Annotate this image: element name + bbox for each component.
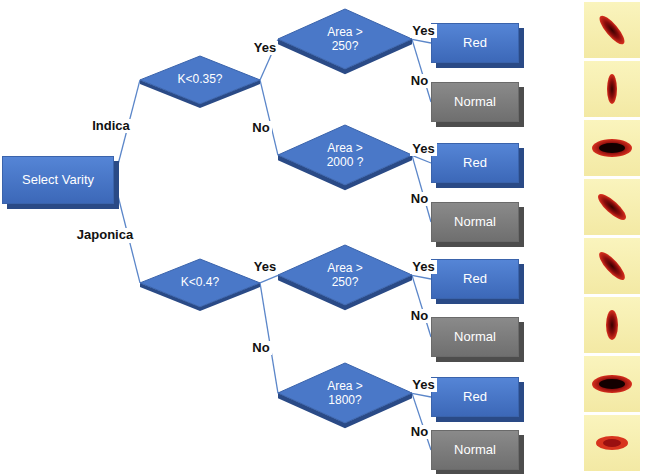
branch-line [412, 39, 431, 43]
branch-line [412, 155, 431, 222]
result-box: Red [431, 23, 519, 63]
thumbnail [584, 2, 640, 58]
result-box: Red [431, 377, 519, 417]
condition-text: Area > 250? [314, 262, 376, 290]
branch-label: No [409, 192, 430, 206]
box-text: Normal [454, 215, 496, 230]
branch-label: No [409, 309, 430, 323]
decision-diamond: K<0.35? [140, 56, 260, 108]
condition-text: Area > 1800? [314, 380, 376, 408]
branch-line [412, 275, 431, 279]
thumbnail [584, 179, 640, 235]
branch-label: No [250, 341, 271, 355]
box-text: Normal [454, 443, 496, 458]
result-box: Normal [431, 202, 519, 242]
branch-line [412, 155, 431, 163]
decision-diamond: Area > 1800? [278, 363, 412, 428]
branch-label: No [250, 121, 271, 135]
box-text: Select Varity [22, 173, 94, 188]
box-text: Red [463, 272, 487, 287]
thumbnail [584, 297, 640, 353]
decision-diamond: Area > 250? [278, 9, 412, 74]
branch-line [412, 39, 431, 102]
branch-label: Yes [410, 142, 436, 156]
condition-text: K<0.4? [181, 276, 219, 290]
branch-line [260, 80, 278, 155]
result-box: Red [431, 143, 519, 183]
branch-label: No [409, 74, 430, 88]
thumbnail [584, 238, 640, 294]
branch-line [260, 275, 278, 283]
branch-label: Yes [410, 260, 436, 274]
box-text: Normal [454, 95, 496, 110]
branch-label: Yes [252, 260, 278, 274]
branch-line [412, 393, 431, 450]
branch-line [412, 393, 431, 397]
branch-label: Japonica [75, 228, 135, 242]
branch-label: Indica [90, 119, 132, 133]
decision-diamond: Area > 2000 ? [278, 125, 412, 190]
thumbnail [584, 415, 640, 471]
branch-label: Yes [252, 41, 278, 55]
branch-line [260, 283, 278, 393]
condition-text: Area > 250? [314, 26, 376, 54]
condition-text: K<0.35? [177, 73, 222, 87]
condition-text: Area > 2000 ? [314, 142, 376, 170]
box-text: Normal [454, 330, 496, 345]
thumbnail [584, 61, 640, 117]
decision-diamond: K<0.4? [140, 259, 260, 311]
thumbnail [584, 120, 640, 176]
branch-label: No [409, 425, 430, 439]
box-text: Red [463, 390, 487, 405]
branch-label: Yes [410, 24, 436, 38]
branch-label: Yes [410, 378, 436, 392]
box-text: Red [463, 36, 487, 51]
box-text: Red [463, 156, 487, 171]
start-box: Select Varity [2, 156, 114, 204]
result-box: Normal [431, 317, 519, 357]
decision-diamond: Area > 250? [278, 245, 412, 310]
result-box: Red [431, 259, 519, 299]
result-box: Normal [431, 430, 519, 470]
thumbnail [584, 356, 640, 412]
branch-line [412, 275, 431, 337]
result-box: Normal [431, 82, 519, 122]
